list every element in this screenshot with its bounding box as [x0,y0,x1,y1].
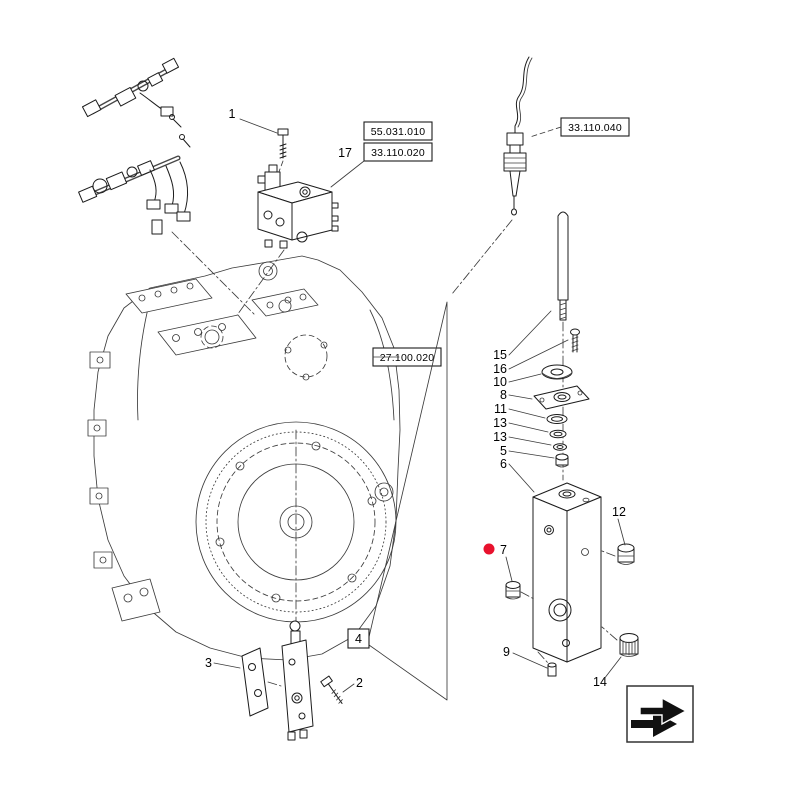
valve-block-17 [257,164,339,249]
callout-17[interactable]: 17 [338,146,352,160]
callout-16[interactable]: 16 [493,362,507,376]
valve-body-6 [532,482,602,663]
valve-stack: 15 16 10 8 11 13 13 5 6 12 7 9 14 [483,211,639,689]
ref-label-33-110-040[interactable]: 33.110.040 [568,122,622,134]
callout-9[interactable]: 9 [503,645,510,659]
callout-12[interactable]: 12 [612,505,626,519]
callout-3[interactable]: 3 [205,656,212,670]
callout-13a[interactable]: 13 [493,416,507,430]
next-page-arrow-icon [631,696,688,737]
bolt-part-16 [570,328,580,353]
bolt-part-1 [276,128,289,178]
callout-4[interactable]: 4 [355,632,362,646]
callout-11[interactable]: 11 [494,402,507,416]
ref-box-33-110-020[interactable]: 33.110.020 [363,142,433,162]
washer-part-10 [541,364,573,380]
lower-valve-assembly: 3 2 [205,620,363,741]
callout-2[interactable]: 2 [356,676,363,690]
transmission-housing [87,255,401,661]
callout-1[interactable]: 1 [229,107,236,121]
callout-6[interactable]: 6 [500,457,507,471]
ring-part-13a [549,429,567,439]
plate-part-8 [533,385,590,410]
ref-box-55-031-010[interactable]: 55.031.010 [363,121,433,141]
next-page-button[interactable] [626,685,694,743]
callout-7[interactable]: 7 [500,543,507,557]
group-bracket-4: 4 [347,301,448,701]
ref-label-27-100-020[interactable]: 27.100.020 [380,352,435,364]
callout-15[interactable]: 15 [493,348,507,362]
ref-label-33-110-020[interactable]: 33.110.020 [371,147,425,159]
plug-part-14 [601,626,639,657]
leader-17 [330,160,365,188]
cup-part-5 [555,453,569,468]
gasket-part-3 [241,647,282,717]
hose-connector [503,56,533,216]
ref-label-55-031-010[interactable]: 55.031.010 [371,126,426,138]
valve-part-lower [281,620,314,741]
callout-13b[interactable]: 13 [493,430,507,444]
shaft-part-15 [557,211,569,481]
ring-part-11 [546,414,568,424]
callout-1-group: 1 [229,107,289,178]
callout-10[interactable]: 10 [493,375,507,389]
callout-8[interactable]: 8 [500,388,507,402]
callout-4-box[interactable] [347,628,370,649]
callout-5[interactable]: 5 [500,444,507,458]
ref-box-33-110-040[interactable]: 33.110.040 [560,117,630,137]
plug-part-7 [505,581,535,600]
leader-33-110-040 [529,126,562,138]
bolt-part-2 [320,675,343,704]
highlight-dot [483,543,495,555]
plug-part-12 [601,543,635,565]
ref-box-27-100-020[interactable]: 27.100.020 [372,347,442,367]
pin-part-9 [537,651,557,677]
wiring-harness [78,57,191,235]
callout-14[interactable]: 14 [593,675,607,689]
ring-part-13b [553,443,567,451]
